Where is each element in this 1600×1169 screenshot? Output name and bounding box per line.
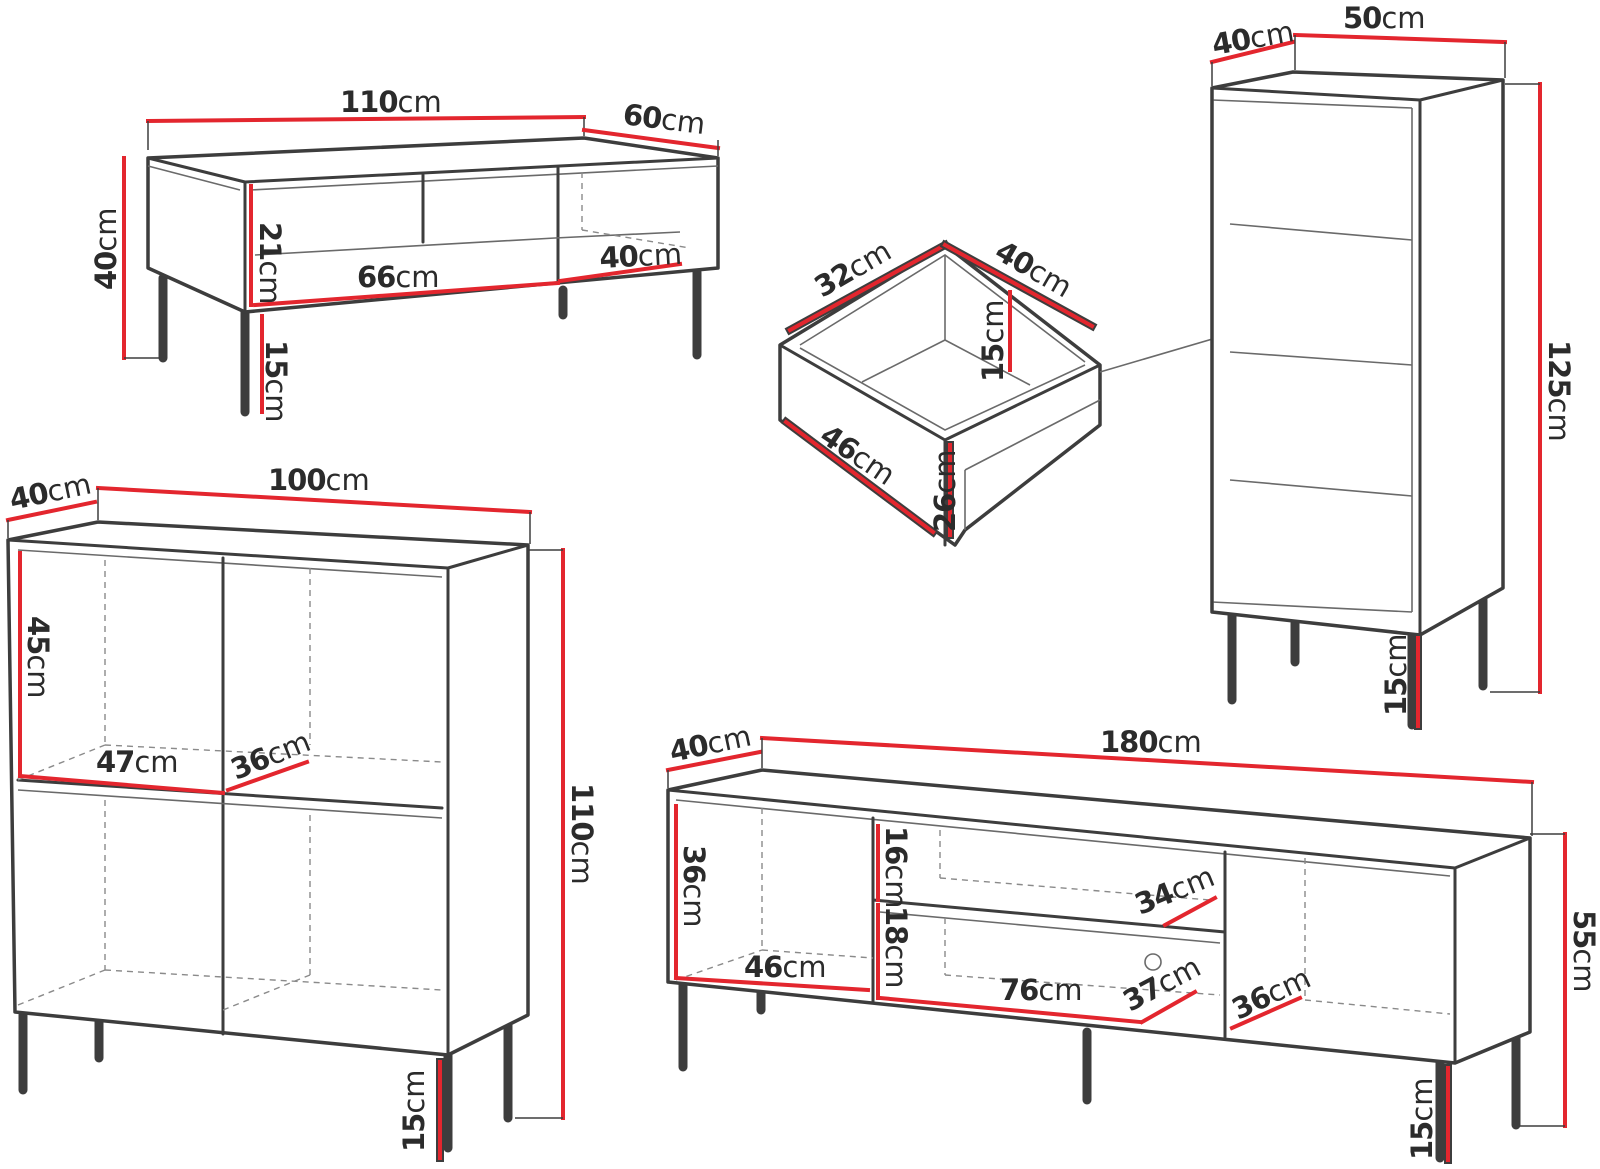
tv-stand-left-width-label: 46cm — [744, 950, 827, 984]
tall-cabinet-depth-label: 40cm — [1209, 14, 1296, 62]
sideboard-width-label: 100cm — [268, 463, 370, 497]
tv-stand-drawer-height-label: 18cm — [879, 906, 913, 989]
sideboard-body — [6, 520, 530, 1057]
tv-stand-niche-height-label: 16cm — [879, 826, 913, 909]
tall-cabinet-labels: 40cm 50cm 125cm 15cm — [1209, 1, 1576, 716]
tv-stand-height-label: 55cm — [1567, 910, 1600, 993]
coffee-table-shelf-width-label: 66cm — [357, 260, 440, 294]
sideboard-dimensions — [5, 485, 565, 1162]
tv-stand: 40cm 180cm 55cm 36cm 46cm 16cm 18cm 76cm… — [665, 718, 1600, 1164]
coffee-table-shelf-height-label: 21cm — [253, 222, 287, 305]
tv-stand-dimensions — [665, 735, 1567, 1164]
tv-stand-legs — [678, 967, 1521, 1163]
coffee-table-width-label: 110cm — [340, 85, 442, 119]
coffee-table-dimensions — [122, 114, 721, 414]
drawer-body — [778, 243, 1102, 547]
sideboard: 40cm 100cm 110cm 45cm 47cm 36cm 15cm — [5, 463, 599, 1162]
tv-stand-labels: 40cm 180cm 55cm 36cm 46cm 16cm 18cm 76cm… — [666, 718, 1600, 1160]
tall-cabinet-dimensions — [1209, 32, 1542, 730]
drawer-inner-height-label: 15cm — [976, 299, 1010, 382]
coffee-table: 110cm 60cm 40cm 21cm 66cm 40cm 15cm — [89, 85, 721, 423]
drawer-knob-icon — [1144, 953, 1162, 971]
drawer-front-height-label: 26cm — [928, 449, 962, 532]
tv-stand-depth-label: 40cm — [666, 718, 754, 768]
sideboard-compartment-width-label: 47cm — [96, 745, 179, 779]
tall-cabinet-width-label: 50cm — [1343, 1, 1426, 35]
coffee-table-leg-height-label: 15cm — [259, 340, 293, 423]
drawer-dimensions — [780, 239, 1098, 539]
coffee-table-legs — [158, 267, 702, 417]
sideboard-height-label: 110cm — [565, 783, 599, 885]
tall-cabinet-leg-height-label: 15cm — [1379, 633, 1413, 716]
drawer: 32cm 40cm 15cm 46cm 26cm — [778, 233, 1319, 547]
tv-stand-body — [666, 768, 1532, 1065]
tv-stand-width-label: 180cm — [1100, 725, 1202, 759]
tv-stand-leg-height-label: 15cm — [1405, 1077, 1439, 1160]
sideboard-labels: 40cm 100cm 110cm 45cm 47cm 36cm 15cm — [6, 463, 599, 1152]
sideboard-compartment-height-label: 45cm — [21, 616, 55, 699]
tall-cabinet-body — [1210, 70, 1505, 637]
tall-cabinet: 40cm 50cm 125cm 15cm — [1209, 1, 1576, 730]
tall-cabinet-height-label: 125cm — [1542, 340, 1576, 442]
coffee-table-depth-label: 60cm — [621, 97, 707, 141]
coffee-table-body — [146, 136, 720, 314]
coffee-table-labels: 110cm 60cm 40cm 21cm 66cm 40cm 15cm — [89, 85, 707, 423]
coffee-table-height-label: 40cm — [89, 207, 123, 290]
tv-stand-drawer-width-label: 76cm — [1000, 973, 1083, 1007]
sideboard-leg-height-label: 15cm — [397, 1069, 431, 1152]
coffee-table-shelf-depth-label: 40cm — [599, 237, 683, 275]
tv-stand-left-height-label: 36cm — [677, 845, 711, 928]
